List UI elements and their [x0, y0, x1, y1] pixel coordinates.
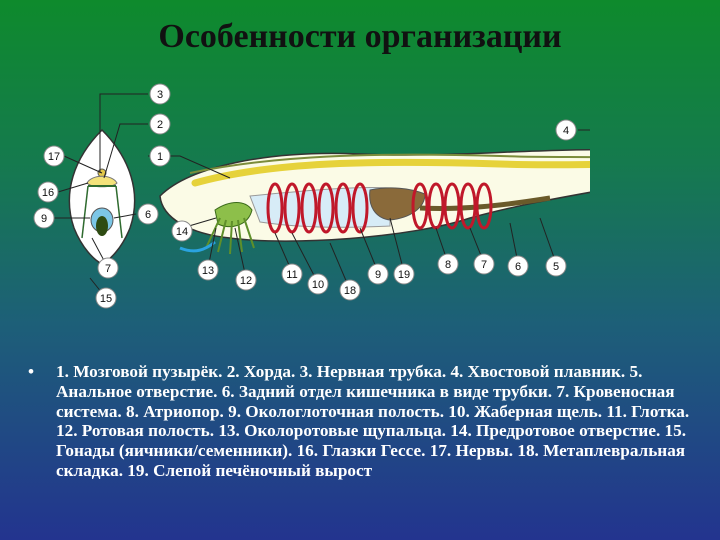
svg-text:7: 7	[481, 259, 487, 271]
caption-legend: • 1. Мозговой пузырёк. 2. Хорда. 3. Нерв…	[28, 362, 698, 481]
svg-text:6: 6	[515, 261, 521, 273]
label-9-right: 9	[367, 263, 389, 285]
label-16: 16	[37, 181, 59, 203]
label-6-right: 6	[507, 255, 529, 277]
svg-text:15: 15	[100, 293, 112, 305]
bullet: •	[28, 362, 35, 381]
label-7-right: 7	[473, 253, 495, 275]
svg-text:4: 4	[563, 125, 569, 137]
svg-text:19: 19	[398, 269, 410, 281]
slide-title: Особенности организации	[158, 18, 562, 55]
svg-text:18: 18	[344, 285, 356, 297]
label-5: 5	[545, 255, 567, 277]
label-3: 3	[149, 83, 171, 105]
cross-section	[68, 128, 136, 265]
label-1: 1	[149, 145, 171, 167]
label-19: 19	[393, 263, 415, 285]
label-2: 2	[149, 113, 171, 135]
svg-text:13: 13	[202, 265, 214, 277]
preoral-opening-arrow	[179, 240, 216, 253]
gill-slits	[266, 182, 493, 234]
label-15: 15	[95, 287, 117, 309]
svg-text:2: 2	[157, 119, 163, 131]
label-8: 8	[437, 253, 459, 275]
label-11: 11	[281, 263, 303, 285]
svg-text:16: 16	[42, 187, 54, 199]
svg-text:5: 5	[553, 261, 559, 273]
svg-text:8: 8	[445, 259, 451, 271]
label-4: 4	[555, 119, 577, 141]
svg-text:17: 17	[48, 151, 60, 163]
label-7-left: 7	[97, 257, 119, 279]
svg-text:9: 9	[375, 269, 381, 281]
label-14: 14	[171, 220, 193, 242]
svg-text:9: 9	[41, 213, 47, 225]
label-12: 12	[235, 269, 257, 291]
svg-text:10: 10	[312, 279, 324, 291]
caption-text: 1. Мозговой пузырёк. 2. Хорда. 3. Нервна…	[56, 362, 690, 480]
lancelet-anatomy-diagram: 3 2 1 4 17 16 9 6 14 7 15 13 12 11 10 18…	[33, 83, 590, 309]
label-9-left: 9	[33, 207, 55, 229]
label-18: 18	[339, 279, 361, 301]
svg-text:12: 12	[240, 275, 252, 287]
label-6-left: 6	[137, 203, 159, 225]
label-10: 10	[307, 273, 329, 295]
svg-text:11: 11	[286, 269, 297, 281]
svg-text:3: 3	[157, 89, 163, 101]
svg-text:7: 7	[105, 263, 111, 275]
oral-tentacles	[205, 217, 255, 255]
number-labels: 3 2 1 4 17 16 9 6 14 7 15 13 12 11 10 18…	[33, 83, 577, 309]
svg-text:14: 14	[176, 226, 188, 238]
svg-text:1: 1	[157, 151, 163, 163]
label-13: 13	[197, 259, 219, 281]
svg-text:6: 6	[145, 209, 151, 221]
label-17: 17	[43, 145, 65, 167]
